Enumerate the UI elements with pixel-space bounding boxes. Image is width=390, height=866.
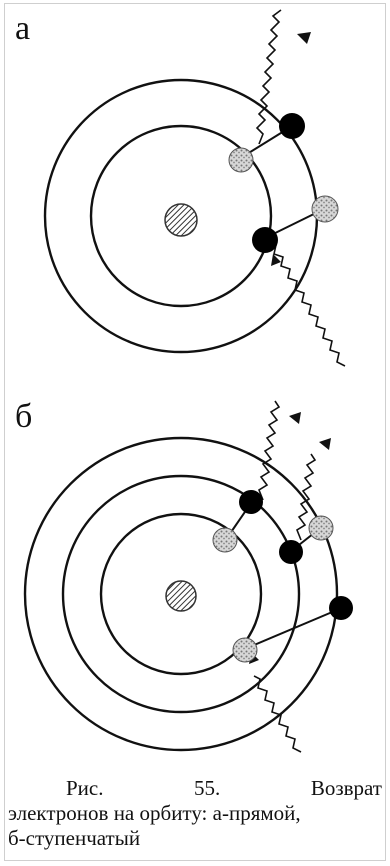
panel-a-label: а — [15, 12, 30, 46]
incoming-photon — [254, 676, 301, 752]
photon-arrowhead — [319, 438, 331, 450]
caption-fig-word: Рис. — [66, 776, 104, 801]
electron — [329, 596, 353, 620]
vacancy — [233, 638, 257, 662]
electron — [239, 490, 263, 514]
nucleus — [165, 204, 197, 236]
incoming-photon — [270, 242, 345, 366]
panel-a-direct: а — [5, 4, 385, 376]
vacancy — [309, 516, 333, 540]
emitted-photon — [259, 401, 279, 500]
photon-arrowhead — [297, 32, 311, 44]
caption-line-1: Рис. 55. Возврат — [8, 776, 382, 801]
caption-fig-number: 55. — [194, 776, 220, 801]
electron — [279, 113, 305, 139]
panel-b-label: б — [15, 400, 32, 434]
vacancy — [312, 196, 338, 222]
vacancy — [229, 148, 253, 172]
electron — [279, 540, 303, 564]
figure-caption: Рис. 55. Возврат электронов на орбиту: а… — [8, 776, 382, 851]
panel-b-diagram — [5, 390, 385, 762]
caption-return-word: Возврат — [311, 776, 382, 801]
vacancy — [213, 528, 237, 552]
transition-line — [247, 610, 337, 648]
caption-line-3: б-ступенчатый — [8, 826, 382, 851]
panel-a-diagram — [5, 4, 385, 376]
emitted-photon — [257, 10, 281, 144]
photon-arrowhead — [289, 412, 301, 424]
panel-b-stepwise: б — [5, 390, 385, 762]
electron — [252, 227, 278, 253]
caption-line-2: электронов на орбиту: а-прямой, — [8, 801, 382, 826]
nucleus — [166, 581, 196, 611]
